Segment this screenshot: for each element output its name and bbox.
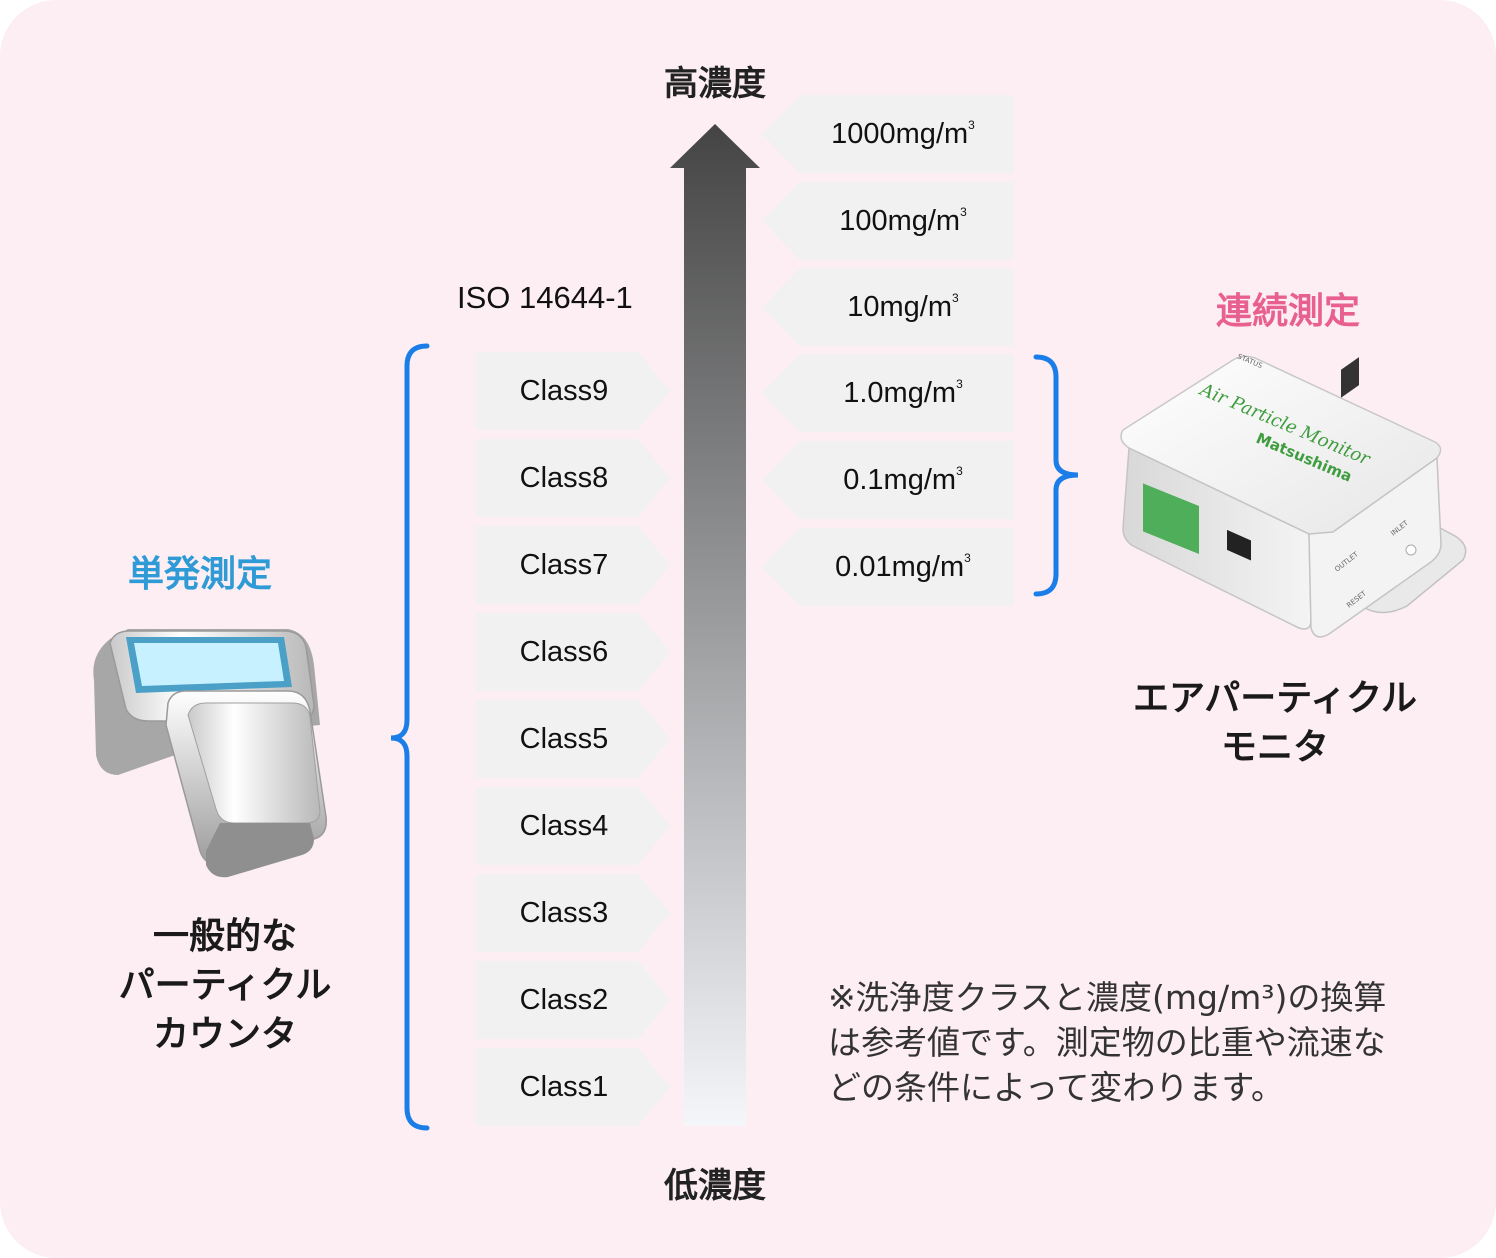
iso-class-box: Class6 <box>476 613 670 691</box>
air-particle-monitor-illustration: Air Particle Monitor Matsushima STATUS O… <box>1120 352 1467 638</box>
iso-class-box: Class5 <box>476 700 670 778</box>
iso-class-box: Class4 <box>476 787 670 865</box>
iso-class-label: Class2 <box>519 983 609 1016</box>
iso-class-label: Class9 <box>519 374 609 407</box>
particle-counter-label: 一般的な パーティクル カウンタ <box>60 912 390 1059</box>
concentration-box: 1.0mg/m3 <box>762 354 1014 432</box>
note-line: は参考値です。測定物の比重や流速な <box>828 1023 1386 1062</box>
low-concentration-label: 低濃度 <box>664 1166 766 1206</box>
concentration-box: 0.1mg/m3 <box>762 441 1014 519</box>
iso-standard-label: ISO 14644-1 <box>457 280 633 315</box>
concentration-box: 10mg/m3 <box>762 268 1014 346</box>
class-range-bracket <box>390 343 430 1131</box>
monitor-range-bracket <box>1033 354 1079 597</box>
continuous-measurement-heading: 連続測定 <box>1215 291 1360 332</box>
concentration-label: 10mg/m3 <box>847 290 959 323</box>
concentration-box: 0.01mg/m3 <box>762 528 1014 606</box>
concentration-label: 1000mg/m3 <box>831 117 975 150</box>
iso-class-label: Class6 <box>519 635 609 668</box>
iso-class-label: Class5 <box>519 722 609 755</box>
concentration-box: 1000mg/m3 <box>762 95 1014 173</box>
iso-class-label: Class3 <box>519 896 609 929</box>
iso-class-box: Class1 <box>476 1048 670 1126</box>
concentration-label: 1.0mg/m3 <box>843 376 963 409</box>
device-label-line: カウンタ <box>152 1014 297 1055</box>
concentration-box: 100mg/m3 <box>762 182 1014 260</box>
concentration-arrow <box>670 124 760 1126</box>
conversion-note: ※洗浄度クラスと濃度(mg/m³)の換算 は参考値です。測定物の比重や流速な ど… <box>828 975 1468 1110</box>
iso-class-box: Class8 <box>476 439 670 517</box>
device-label-line: パーティクル <box>118 965 332 1006</box>
particle-counter-illustration <box>93 629 327 878</box>
device-label-line: モニタ <box>1220 727 1329 768</box>
note-line: ※洗浄度クラスと濃度(mg/m³)の換算 <box>828 978 1387 1017</box>
iso-class-box: Class9 <box>476 352 670 430</box>
single-measurement-heading: 単発測定 <box>127 554 272 595</box>
device-label-line: 一般的な <box>152 916 297 957</box>
iso-class-label: Class8 <box>519 461 609 494</box>
device-label-line: エアパーティクル <box>1132 678 1418 719</box>
iso-class-label: Class1 <box>519 1070 609 1103</box>
concentration-label: 0.01mg/m3 <box>835 550 971 583</box>
iso-class-box: Class2 <box>476 961 670 1039</box>
iso-class-box: Class7 <box>476 526 670 604</box>
iso-class-box: Class3 <box>476 874 670 952</box>
high-concentration-label: 高濃度 <box>664 64 766 104</box>
concentration-label: 0.1mg/m3 <box>843 463 963 496</box>
note-line: どの条件によって変わります。 <box>828 1068 1285 1107</box>
air-particle-monitor-label: エアパーティクル モニタ <box>1100 674 1450 772</box>
iso-class-label: Class7 <box>519 548 609 581</box>
iso-class-label: Class4 <box>519 809 609 842</box>
concentration-label: 100mg/m3 <box>839 204 967 237</box>
